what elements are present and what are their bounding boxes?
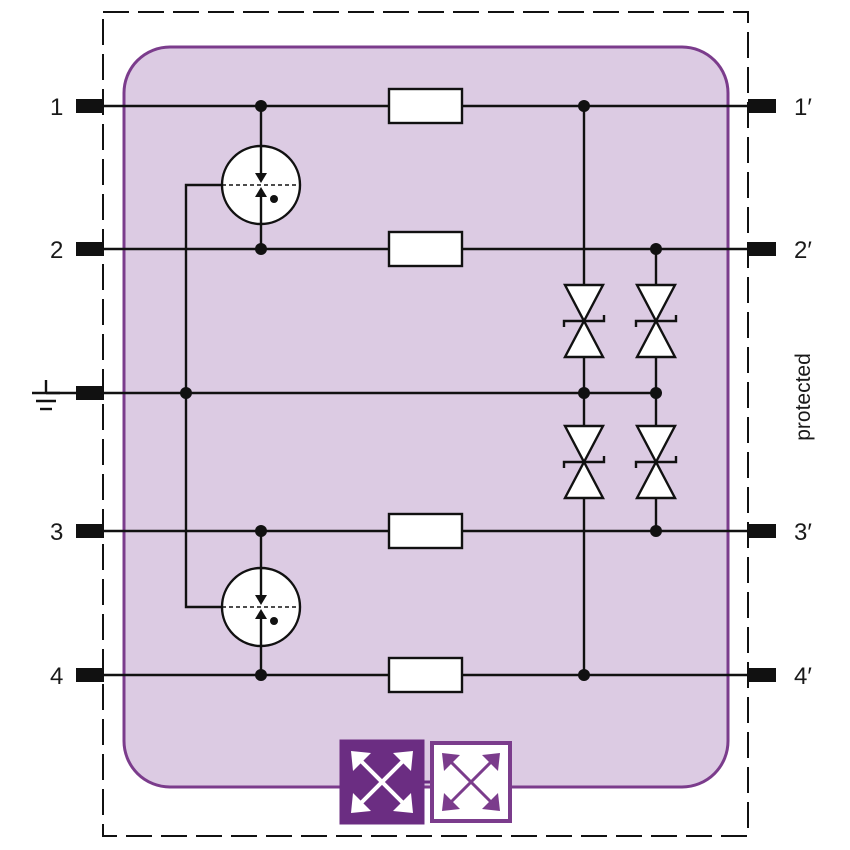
terminal-left-3	[76, 524, 104, 538]
junction-dots	[180, 100, 662, 681]
terminal-left-4	[76, 668, 104, 682]
terminal-right-1	[748, 99, 776, 113]
tvs-diode-icon	[562, 283, 606, 359]
resistor-icon	[387, 87, 464, 125]
terminal-label-right: 1′	[794, 94, 812, 121]
terminal-label-right: 3′	[794, 519, 812, 546]
terminal-label-left: 3	[50, 519, 63, 546]
resistor-icon	[387, 656, 464, 694]
terminal-label-left: 4	[50, 663, 63, 690]
resistor-icon	[387, 512, 464, 550]
device-housing-outline	[102, 11, 749, 837]
network-arrows-icon	[430, 741, 512, 823]
terminal-left-2	[76, 242, 104, 256]
terminal-left-1	[76, 99, 104, 113]
gas-discharge-tube-icon	[220, 144, 302, 226]
network-arrows-icon	[339, 739, 425, 825]
tvs-diode-icon	[634, 424, 678, 500]
terminal-right-4	[748, 668, 776, 682]
terminal-left-ground	[76, 386, 104, 400]
tvs-diode-icon	[634, 283, 678, 359]
terminal-label-right: 4′	[794, 663, 812, 690]
tvs-diode-icon	[562, 424, 606, 500]
gas-discharge-tube-icon	[220, 566, 302, 648]
terminal-label-right: 2′	[794, 237, 812, 264]
terminal-right-2	[748, 242, 776, 256]
protected-side-label: protected	[792, 353, 815, 441]
terminal-label-left: 2	[50, 237, 63, 264]
resistor-icon	[387, 230, 464, 268]
terminal-right-3	[748, 524, 776, 538]
ground-icon	[32, 380, 76, 411]
terminal-label-left: 1	[50, 94, 63, 121]
